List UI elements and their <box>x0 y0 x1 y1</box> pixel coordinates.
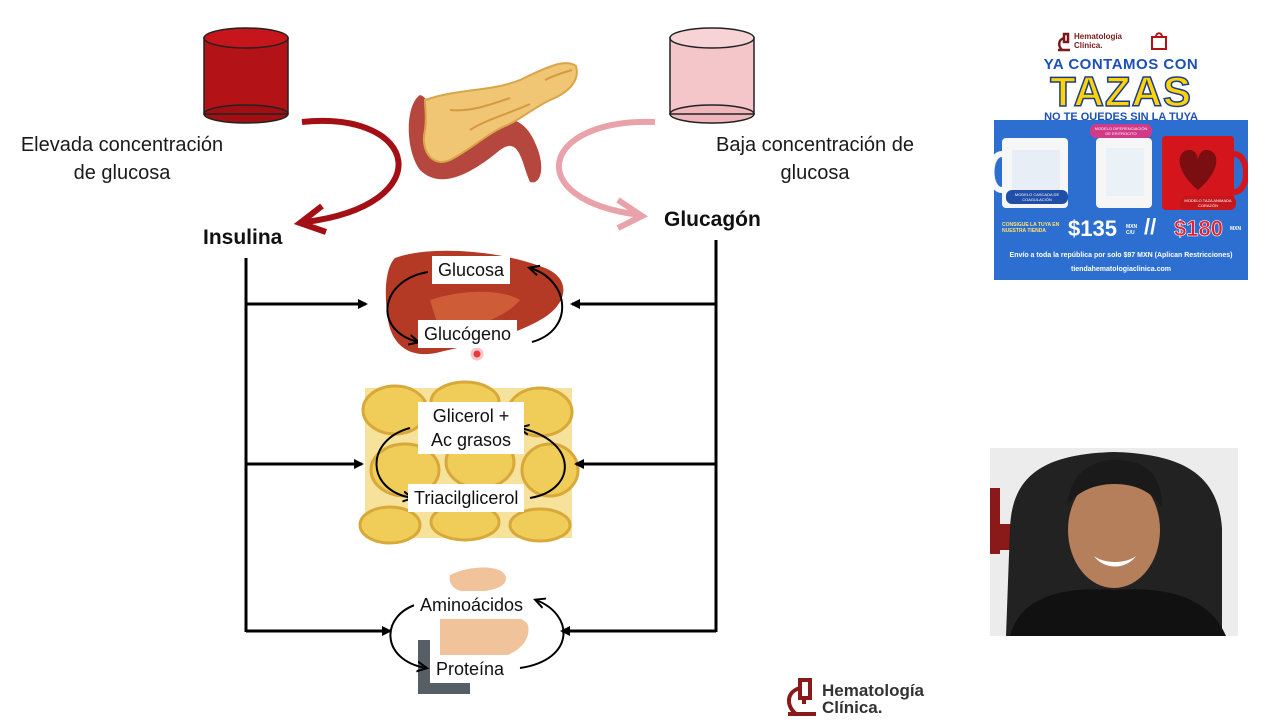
adipose-glycerol-line2: Ac grasos <box>430 430 512 450</box>
presenter-video-image <box>990 448 1238 636</box>
adipose-glycerol-line1: Glicerol + <box>432 406 510 426</box>
ad-brand: Hematología Clínica. <box>1074 32 1122 50</box>
adipose-cycle-arrows <box>375 428 566 498</box>
shopping-bag-icon <box>1151 32 1167 50</box>
high-glucose-label-line1: Elevada concentración <box>20 134 224 156</box>
high-glucose-cylinder <box>203 27 289 124</box>
adipose-triacylglycerol-label: Triacilglicerol <box>408 484 525 512</box>
liver-glucose-label: Glucosa <box>432 256 511 284</box>
pancreas-image <box>408 62 578 183</box>
ad-model3-tag: MODELO TAZA ANIMADA CORAZÓN <box>1180 196 1236 210</box>
low-glucose-label-line2: glucosa <box>780 162 850 184</box>
muscle-image <box>418 567 529 694</box>
mug-advertisement[interactable]: Hematología Clínica. YA CONTAMOS CON TAZ… <box>994 28 1248 280</box>
low-glucose-label: Baja concentración de glucosa <box>698 131 932 187</box>
low-glucose-arrow <box>556 118 656 218</box>
high-glucose-label: Elevada concentración de glucosa <box>4 131 240 187</box>
ad-model1-tag: MODELO CASCADA DE COAGULACIÓN <box>1006 190 1068 204</box>
ad-shipping: Envío a toda la república por solo $97 M… <box>1009 252 1233 259</box>
low-glucose-label-line1: Baja concentración de <box>716 134 914 156</box>
muscle-cycle-arrows <box>389 600 565 668</box>
adipose-glycerol-label: Glicerol + Ac grasos <box>418 402 524 454</box>
footer-logo-line2: Clínica. <box>822 698 883 717</box>
ad-site[interactable]: tiendahematologiaclinica.com <box>1071 266 1171 273</box>
price-separator-icon: // <box>1144 214 1157 239</box>
ad-model2-tag: MODELO DIFERENCIACIÓN DE ERITROCITO <box>1090 124 1152 138</box>
ad-brand-line2: Clínica. <box>1074 41 1103 50</box>
muscle-protein-label: Proteína <box>430 655 511 683</box>
ad-headline-2: TAZAS <box>1049 67 1192 116</box>
liver-glycogen-label: Glucógeno <box>418 320 518 348</box>
footer-logo-line1: Hematología <box>822 681 925 700</box>
insulin-pathway-lines <box>244 258 392 636</box>
muscle-aminoacids-label: Aminoácidos <box>414 591 530 619</box>
ad-brand-line1: Hematología <box>1074 32 1123 41</box>
footer-microscope-logo-icon <box>787 678 816 716</box>
high-glucose-arrow <box>301 117 402 225</box>
low-glucose-cylinder <box>669 27 755 124</box>
high-glucose-label-line2: de glucosa <box>73 162 171 184</box>
ad-store-note: CONSIGUE LA TUYA EN NUESTRA TIENDA <box>1002 222 1060 234</box>
glucagon-pathway-lines <box>560 240 718 636</box>
microscope-logo-icon <box>1058 32 1070 52</box>
ad-price-2: $180 <box>1174 216 1224 242</box>
ad-price-2-unit: MXN <box>1230 226 1242 232</box>
glucagon-label: Glucagón <box>664 208 761 231</box>
insulin-label: Insulina <box>203 226 283 249</box>
ad-mugs-band: MODELO CASCADA DE COAGULACIÓN MODELO DIF… <box>994 120 1248 280</box>
pointer-dot <box>470 347 484 361</box>
webcam-video <box>990 448 1238 636</box>
ad-price-1: $135 <box>1068 216 1117 241</box>
ad-headline-1: YA CONTAMOS CON <box>1043 56 1199 73</box>
ad-price-1-unit: MXN C/U <box>1126 224 1138 236</box>
liver-cycle-arrows <box>386 268 564 342</box>
